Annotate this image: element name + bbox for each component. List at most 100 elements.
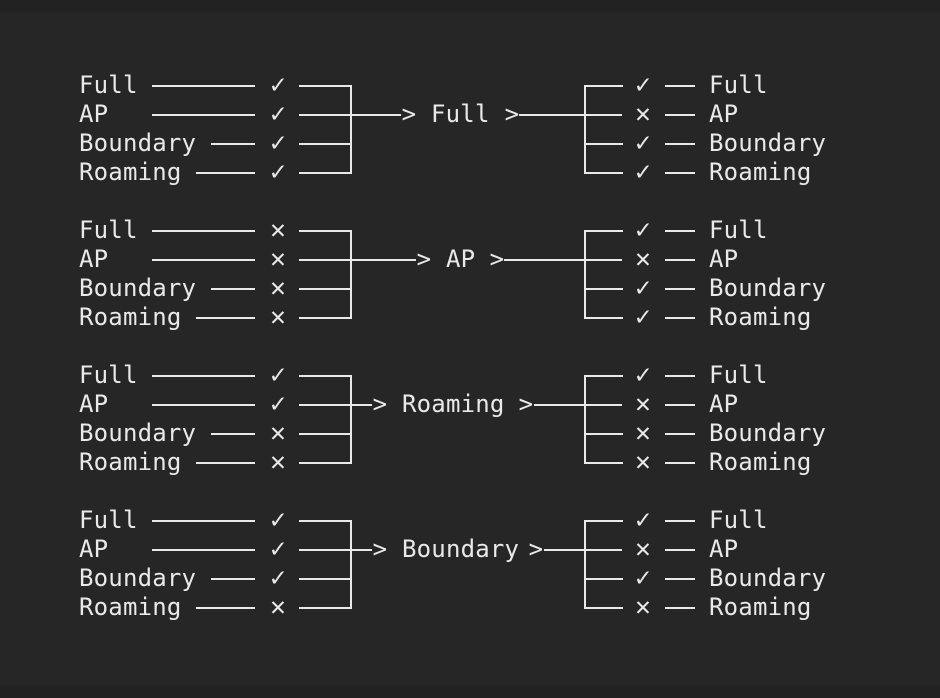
cross-icon: ✕ xyxy=(270,592,286,622)
collector-line xyxy=(350,229,352,319)
cross-icon: ✕ xyxy=(270,273,286,303)
connector-line xyxy=(665,606,695,609)
left-node-label: Boundary xyxy=(79,129,197,157)
connector-line xyxy=(585,84,623,87)
connector-line xyxy=(152,84,255,87)
check-icon: ✓ xyxy=(270,389,286,419)
left-node-label: AP xyxy=(79,535,109,563)
connector-line xyxy=(299,142,352,145)
connector-line xyxy=(585,229,623,232)
right-node-label: Roaming xyxy=(709,448,812,476)
arrowhead-icon: > xyxy=(518,390,534,418)
check-icon: ✓ xyxy=(635,215,651,245)
diagram-row: Full ✓ ✓ Full xyxy=(0,71,940,100)
connector-line xyxy=(299,229,352,232)
arrowhead-icon: > xyxy=(528,535,544,563)
left-node-label: Full xyxy=(79,361,138,389)
arrowhead-icon: > xyxy=(401,100,417,128)
connector-line xyxy=(665,84,695,87)
cross-icon: ✕ xyxy=(270,244,286,274)
flow-group-roaming: Full ✓ ✓ Full AP ✓ > Roaming > ✕ AP Boun… xyxy=(0,361,940,477)
connector-line xyxy=(519,113,622,116)
diagram-row: Boundary ✓ ✓ Boundary xyxy=(0,564,940,593)
right-node-label: AP xyxy=(709,100,739,128)
distributor-line xyxy=(584,519,586,609)
check-icon: ✓ xyxy=(270,99,286,129)
connector-line xyxy=(299,461,352,464)
arrowhead-icon: > xyxy=(504,100,520,128)
connector-line xyxy=(665,374,695,377)
connector-line xyxy=(665,548,695,551)
connector-line xyxy=(585,287,623,290)
connector-line xyxy=(196,461,255,464)
center-node-label: Roaming xyxy=(402,390,505,418)
connector-line xyxy=(585,171,623,174)
connector-line xyxy=(299,316,352,319)
connector-line xyxy=(665,403,695,406)
connector-line xyxy=(665,461,695,464)
flow-group-ap: Full ✕ ✓ Full AP ✕ > AP > ✕ AP Boundary … xyxy=(0,216,940,332)
connector-line xyxy=(299,171,352,174)
right-node-label: Boundary xyxy=(709,419,827,447)
diagram-row: Full ✓ ✓ Full xyxy=(0,506,940,535)
flow-group-boundary: Full ✓ ✓ Full AP ✓ > Boundary > ✕ AP Bou… xyxy=(0,506,940,622)
arrowhead-icon: > xyxy=(489,245,505,273)
connector-line xyxy=(299,403,372,406)
right-node-label: Full xyxy=(709,216,768,244)
connector-line xyxy=(585,316,623,319)
check-icon: ✓ xyxy=(635,563,651,593)
connector-line xyxy=(299,84,352,87)
check-icon: ✓ xyxy=(270,505,286,535)
cross-icon: ✕ xyxy=(270,418,286,448)
distributor-line xyxy=(584,374,586,464)
connector-line xyxy=(211,287,255,290)
connector-line xyxy=(665,171,695,174)
cross-icon: ✕ xyxy=(635,389,651,419)
diagram-row: AP ✓ > Boundary > ✕ AP xyxy=(0,535,940,564)
cross-icon: ✕ xyxy=(635,244,651,274)
connector-line xyxy=(585,606,623,609)
connector-line xyxy=(152,229,255,232)
right-node-label: Roaming xyxy=(709,158,812,186)
check-icon: ✓ xyxy=(635,302,651,332)
connector-line xyxy=(585,374,623,377)
cross-icon: ✕ xyxy=(635,534,651,564)
center-node-label: AP xyxy=(446,245,476,273)
right-node-label: Boundary xyxy=(709,564,827,592)
check-icon: ✓ xyxy=(635,360,651,390)
check-icon: ✓ xyxy=(635,157,651,187)
connector-line xyxy=(665,142,695,145)
connector-line xyxy=(665,113,695,116)
collector-line xyxy=(350,84,352,174)
bottom-edge-shade xyxy=(0,686,940,698)
diagram-row: Roaming ✓ ✓ Roaming xyxy=(0,158,940,187)
right-node-label: Boundary xyxy=(709,129,827,157)
diagram-row: Boundary ✓ ✓ Boundary xyxy=(0,129,940,158)
connector-line xyxy=(665,519,695,522)
diagram-row: Roaming ✕ ✕ Roaming xyxy=(0,593,940,622)
right-node-label: Boundary xyxy=(709,274,827,302)
diagram-row: AP ✓ > Roaming > ✕ AP xyxy=(0,390,940,419)
connector-line xyxy=(299,577,352,580)
arrowhead-icon: > xyxy=(416,245,432,273)
left-node-label: Full xyxy=(79,216,138,244)
connector-line xyxy=(665,287,695,290)
top-edge-shade xyxy=(0,0,940,12)
cross-icon: ✕ xyxy=(635,418,651,448)
center-node-label: Full xyxy=(431,100,490,128)
connector-line xyxy=(196,606,255,609)
connector-line xyxy=(534,403,622,406)
check-icon: ✓ xyxy=(635,70,651,100)
left-node-label: AP xyxy=(79,390,109,418)
connector-line xyxy=(544,548,622,551)
connector-line xyxy=(585,461,623,464)
distributor-line xyxy=(584,229,586,319)
connector-line xyxy=(665,577,695,580)
connector-line xyxy=(585,432,623,435)
connector-line xyxy=(504,258,622,261)
connector-line xyxy=(211,432,255,435)
connector-line xyxy=(665,229,695,232)
diagram-row: Full ✕ ✓ Full xyxy=(0,216,940,245)
cross-icon: ✕ xyxy=(270,302,286,332)
diagram-row: Full ✓ ✓ Full xyxy=(0,361,940,390)
